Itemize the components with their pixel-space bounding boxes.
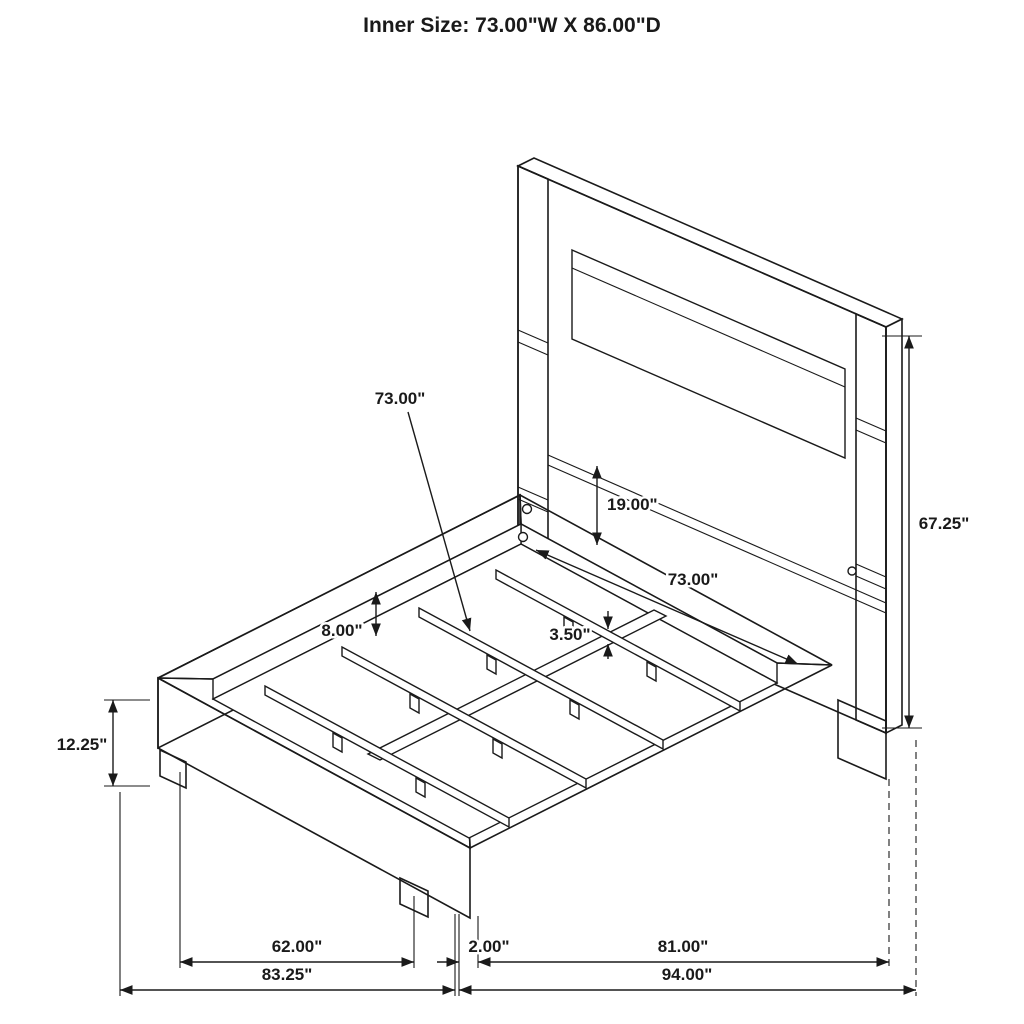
slat-3-foot — [492, 737, 503, 760]
dim-base-height: 12.25" — [57, 735, 108, 754]
dim-overall-width: 94.00" — [662, 965, 713, 984]
slat-2-foot — [569, 698, 580, 721]
dim-frame-width: 81.00" — [658, 937, 709, 956]
slat-1-foot — [646, 660, 657, 683]
headboard-right-post — [855, 312, 887, 735]
dim-slat-span: 62.00" — [272, 937, 323, 956]
headboard — [516, 157, 904, 781]
left-post-band-3 — [517, 486, 549, 501]
dim-rail-depth: 8.00" — [321, 621, 362, 640]
base-foot-front — [399, 876, 429, 919]
slat-2-foot — [486, 653, 497, 676]
base-foot-left — [159, 748, 187, 790]
left-post-band-2 — [517, 341, 549, 356]
dim-inner-width: 73.00" — [668, 570, 719, 589]
headboard-side-edge — [885, 317, 903, 735]
dim-panel-height: 19.00" — [607, 495, 658, 514]
title-label: Inner Size: 73.00"W X 86.00"D — [363, 14, 661, 37]
dim-headboard-height: 67.25" — [919, 514, 970, 533]
slat-2 — [418, 606, 664, 751]
dimension-labels: Inner Size: 73.00"W X 86.00"D 73.00" 19.… — [54, 12, 972, 987]
right-post-band-3 — [855, 563, 887, 578]
leader-slat-length — [407, 411, 472, 632]
bolt-circle — [847, 566, 857, 576]
bolt-circle — [521, 503, 533, 515]
slat-4-foot — [332, 731, 343, 754]
headboard-accent-line-1 — [547, 454, 887, 604]
dimension-lines — [108, 336, 916, 995]
bolt-circle — [517, 531, 529, 543]
left-post-band-1 — [517, 329, 549, 344]
dim-base-width: 83.25" — [262, 965, 313, 984]
right-post-band-2 — [855, 429, 887, 444]
headboard-accent-line-2 — [547, 464, 887, 614]
dimline-inner-width — [535, 549, 799, 665]
slat-3-foot — [409, 692, 420, 715]
slat-4 — [264, 684, 510, 829]
dim-side-gap: 2.00" — [468, 937, 509, 956]
headboard-inset-panel — [571, 248, 846, 460]
headboard-right-leg — [837, 698, 887, 781]
right-post-band-1 — [855, 417, 887, 432]
slat-3 — [341, 645, 587, 790]
left-post-band-4 — [517, 498, 549, 513]
right-post-band-4 — [855, 575, 887, 590]
headboard-panel-accent-line — [571, 267, 846, 388]
headboard-left-post — [517, 164, 549, 587]
dim-slat-length: 73.00" — [375, 389, 426, 408]
dim-slat-thickness: 3.50" — [549, 625, 590, 644]
bed-base — [157, 493, 857, 920]
slat-4-foot — [415, 776, 426, 799]
